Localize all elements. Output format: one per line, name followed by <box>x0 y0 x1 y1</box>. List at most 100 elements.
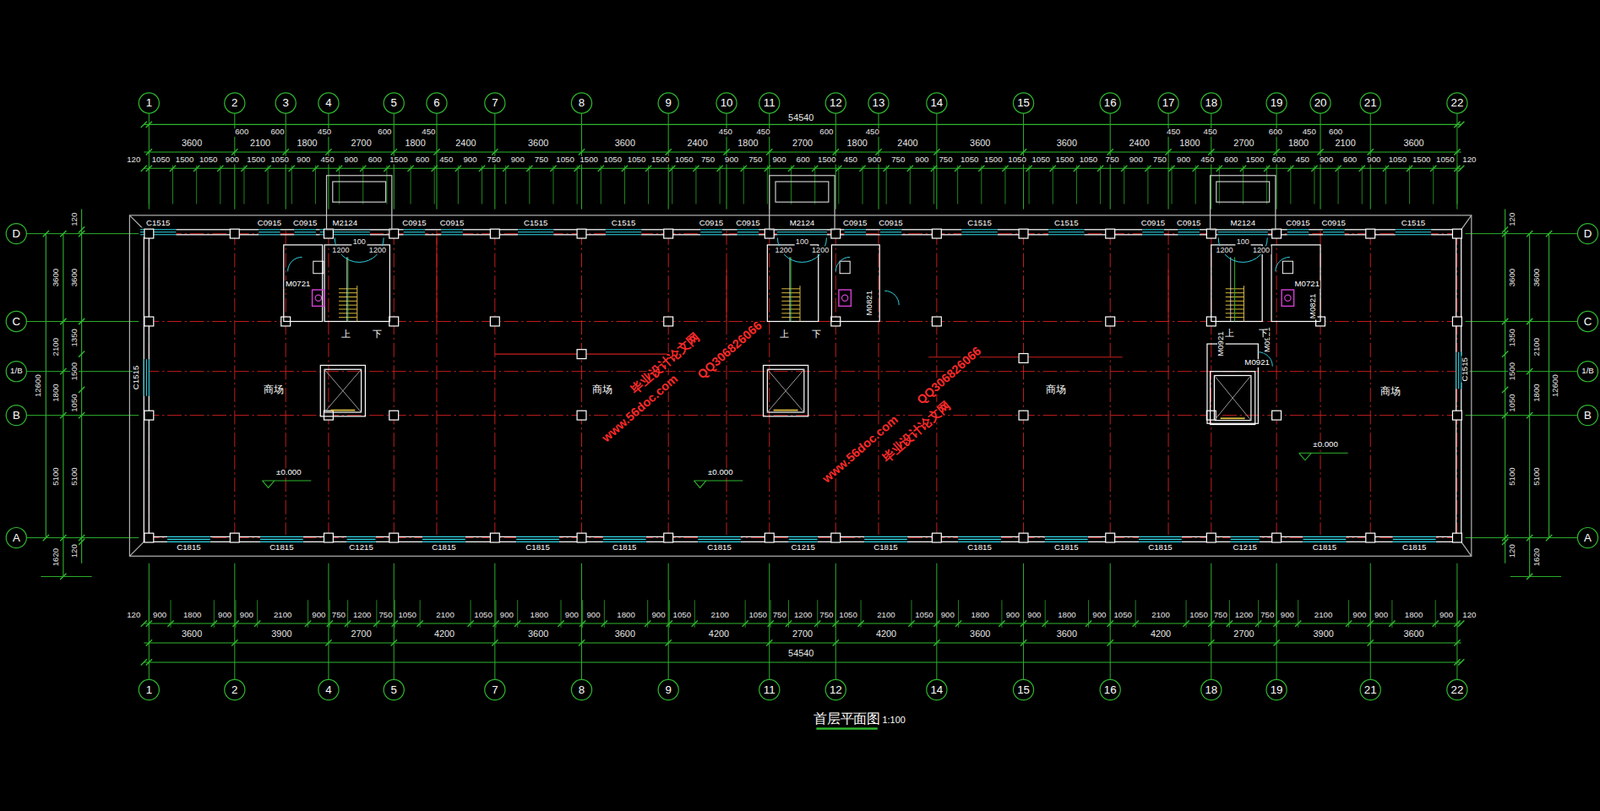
column <box>663 228 674 239</box>
dimension-text: 450 <box>864 128 881 137</box>
dimension-tick <box>1208 148 1214 155</box>
dimension-text: 2700 <box>1232 630 1256 640</box>
dimension-tick <box>832 148 839 155</box>
elevator-car <box>324 369 361 413</box>
dimension-text: 1500 <box>1507 361 1517 382</box>
dimension-tick <box>231 639 238 646</box>
column <box>324 533 334 543</box>
axis-bubble <box>1201 679 1222 700</box>
axis-number: 7 <box>490 97 500 109</box>
column <box>229 533 240 543</box>
dimension-tick <box>304 620 311 626</box>
window-symbol <box>1048 228 1084 230</box>
dimension-text: 450 <box>718 128 735 137</box>
window-symbol <box>167 536 211 538</box>
dimension-text: 2100 <box>1313 611 1334 621</box>
dimension-text: 900 <box>295 156 312 165</box>
axis-bubble <box>224 679 245 700</box>
dimension-tick <box>740 165 747 172</box>
window-symbol <box>957 541 1002 543</box>
dimension-text: 1050 <box>626 156 648 165</box>
axis-bubble <box>1099 679 1121 700</box>
dimension-text: 1800 <box>845 139 869 149</box>
dimension-tick <box>1020 620 1027 626</box>
axis-letter: D <box>10 228 22 240</box>
stair-line <box>789 256 790 322</box>
extension-line <box>1432 165 1434 205</box>
dimension-text: 1800 <box>1404 611 1425 621</box>
stair-tread <box>356 285 358 322</box>
dimension-tick <box>167 620 174 626</box>
column <box>1018 228 1029 239</box>
dimension-text: 2700 <box>1232 139 1256 149</box>
dimension-tick <box>288 165 295 172</box>
dimension-text: 3600 <box>1402 139 1426 149</box>
dimension-tick <box>1334 165 1341 172</box>
axis-bubble <box>138 92 159 114</box>
window-tag: C0915 <box>255 219 283 229</box>
window-symbol <box>148 359 150 396</box>
window-symbol <box>844 234 866 235</box>
stair-line <box>1229 256 1231 322</box>
dimension-text: 120 <box>1461 156 1478 165</box>
dimension-text: 900 <box>564 611 581 621</box>
dimension-text: 1050 <box>838 611 859 621</box>
dimension-tick <box>691 620 698 626</box>
window-symbol <box>961 227 997 237</box>
stair-room <box>767 244 818 322</box>
dimension-tick <box>43 534 49 541</box>
dimension-text: 1050 <box>198 156 219 165</box>
dimension-text: 1050 <box>1435 156 1456 165</box>
dimension-text: 1500 <box>245 156 267 165</box>
dimension-text: 2400 <box>1127 139 1151 149</box>
door-tag: M0821 <box>1309 292 1318 320</box>
column <box>1365 533 1376 543</box>
window-symbol <box>260 541 304 543</box>
axis-bubble <box>138 679 159 700</box>
window-symbol <box>957 536 1002 538</box>
dimension-text: 3600 <box>968 630 992 640</box>
dimension-text: 600 <box>367 156 384 165</box>
column <box>389 533 399 543</box>
stair-arrow <box>790 256 792 322</box>
extension-line <box>933 165 935 205</box>
axis-number: 9 <box>663 97 673 109</box>
dimension-tick <box>59 534 66 541</box>
window-symbol <box>1230 536 1260 538</box>
window-symbol <box>1044 541 1089 543</box>
grid-line <box>768 230 770 541</box>
column <box>1105 533 1116 543</box>
axis-bubble <box>5 527 27 548</box>
window-symbol <box>697 538 741 540</box>
dimension-tick <box>59 368 66 375</box>
axis-letter: C <box>10 315 22 327</box>
extension-line <box>243 165 245 205</box>
window-tag: C0915 <box>734 219 762 229</box>
level-symbol <box>261 480 311 488</box>
dimension-tick <box>1192 165 1199 172</box>
dimension-tick <box>1526 368 1533 375</box>
window-symbol <box>1138 536 1182 538</box>
axis-bubble <box>383 679 404 700</box>
dimension-text: 600 <box>1268 128 1285 137</box>
column <box>144 228 154 239</box>
dimension-text: 3600 <box>1507 267 1517 289</box>
dimension-tick <box>875 148 882 155</box>
dimension-tick <box>78 412 85 419</box>
dimension-tick <box>146 639 153 646</box>
dimension-tick <box>1295 620 1301 626</box>
dimension-tick <box>78 386 85 393</box>
extension-line <box>980 165 982 205</box>
dimension-text: 900 <box>771 156 788 165</box>
dimension-text: 1050 <box>555 156 576 165</box>
extension-line <box>219 165 221 205</box>
dimension-text: 900 <box>650 611 667 621</box>
axis-number: 13 <box>870 97 886 109</box>
dimension-text: 1800 <box>736 139 760 149</box>
axis-bubble <box>1577 527 1598 548</box>
window-symbol <box>700 234 722 235</box>
dimension-text: 54540 <box>787 649 816 659</box>
window-symbol <box>737 227 759 237</box>
window-symbol <box>880 231 902 233</box>
dimension-tick <box>193 165 200 172</box>
